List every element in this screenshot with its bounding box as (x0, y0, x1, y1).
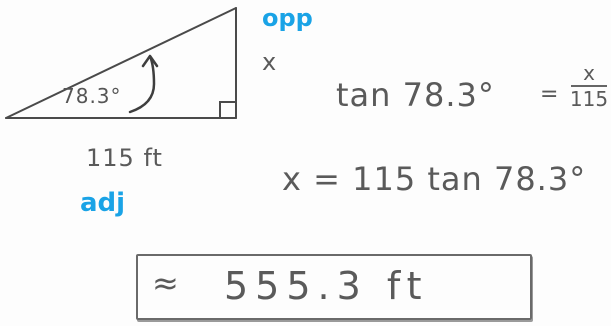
answer-box: ≈ 555.3 ft (136, 254, 532, 320)
adj-label: adj (80, 188, 126, 218)
equation-equals-sign: = (540, 82, 560, 107)
triangle-hypotenuse (5, 7, 237, 119)
fraction-numerator: x (583, 61, 595, 85)
equation-tan-left: tan 78.3° (336, 76, 495, 114)
fraction-denominator: 115 (569, 87, 609, 111)
base-length-label: 115 ft (86, 144, 163, 172)
fraction-bar (571, 85, 607, 87)
angle-label: 78.3° (62, 84, 122, 108)
side-x-label: x (262, 48, 278, 76)
opp-label: opp (262, 4, 313, 32)
angle-arrow-icon (128, 54, 159, 114)
equation-fraction: x 115 (569, 62, 609, 110)
equation-solve-x: x = 115 tan 78.3° (282, 160, 587, 198)
right-angle-icon (219, 101, 236, 118)
answer-value: 555.3 ft (224, 264, 429, 308)
approx-icon: ≈ (152, 264, 179, 302)
